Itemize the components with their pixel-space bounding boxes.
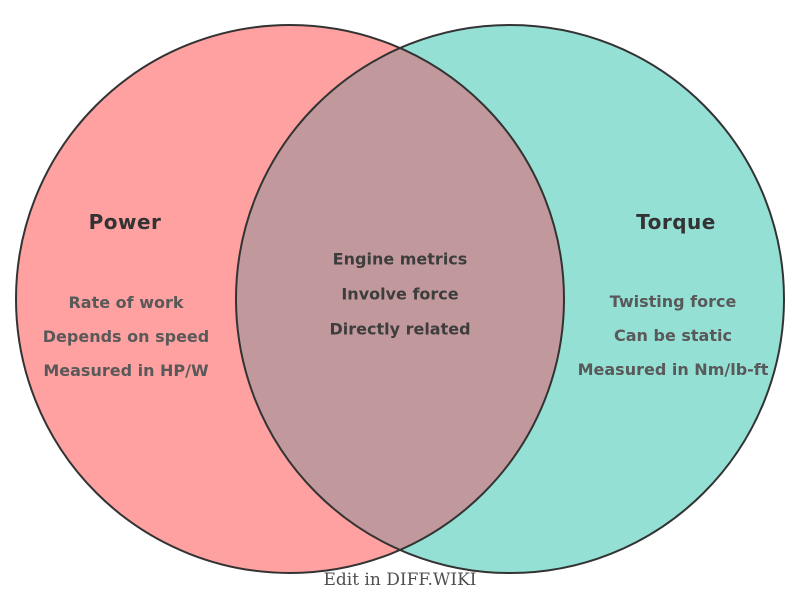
overlap-item: Engine metrics — [332, 249, 468, 269]
overlap-item: Directly related — [329, 319, 471, 339]
left-circle-outline — [15, 24, 565, 574]
right-item: Twisting force — [609, 292, 737, 311]
overlap-items: Engine metrics Involve force Directly re… — [329, 242, 470, 347]
right-item: Measured in Nm/lb-ft — [577, 360, 769, 379]
right-circle-outline — [235, 24, 785, 574]
right-item: Can be static — [614, 326, 732, 345]
overlap-region-shape — [236, 25, 564, 573]
edit-watermark-link[interactable]: Edit in DIFF.WIKI — [323, 570, 477, 590]
right-circle-items: Twisting force Can be static Measured in… — [578, 285, 769, 387]
left-item: Measured in HP/W — [43, 361, 209, 380]
left-circle-title: Power — [88, 210, 162, 234]
left-item: Rate of work — [68, 293, 184, 312]
left-item: Depends on speed — [42, 327, 210, 346]
overlap-item: Involve force — [341, 284, 459, 304]
right-circle-title: Torque — [636, 210, 716, 234]
left-circle-items: Rate of work Depends on speed Measured i… — [43, 286, 209, 388]
